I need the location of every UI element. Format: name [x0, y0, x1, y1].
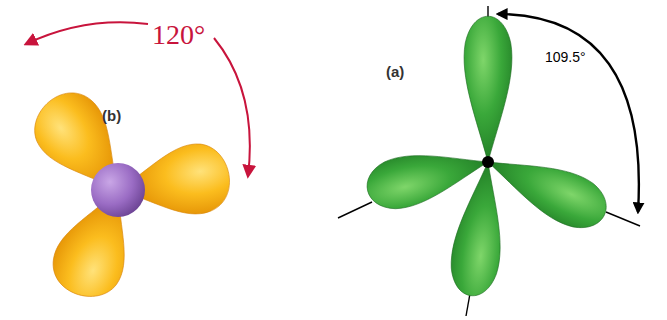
angle-arrow	[26, 22, 148, 44]
sp3-orbitals	[362, 16, 615, 298]
angle-label: 120°	[150, 20, 207, 51]
part-label: (b)	[100, 108, 123, 125]
sp2-orbitals	[21, 80, 233, 307]
angle-arrow	[214, 38, 250, 176]
angle-label: 109.5°	[543, 50, 588, 65]
part-label: (a)	[384, 64, 406, 81]
angle-arrow	[498, 14, 639, 212]
bond-lines	[338, 6, 640, 316]
